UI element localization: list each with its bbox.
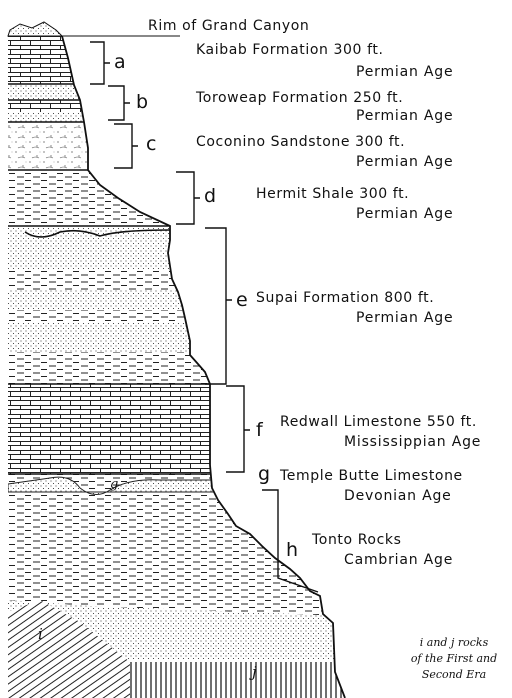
layer-name-temple-butte: Temple Butte Limestone [280, 468, 463, 484]
tonto-layer [8, 474, 345, 624]
temple-butte-lens [8, 476, 231, 495]
layer-name-hermit: Hermit Shale 300 ft. [256, 186, 410, 202]
layer-name-redwall: Redwall Limestone 550 ft. [280, 414, 477, 430]
layer-name-supai: Supai Formation 800 ft. [256, 290, 435, 306]
bracket-b [108, 85, 130, 121]
era-note-line-1: i and j rocks [419, 636, 489, 649]
layer-name-toroweap: Toroweap Formation 250 ft. [196, 90, 404, 106]
layer-age-kaibab: Permian Age [356, 64, 454, 80]
bracket-e [205, 227, 232, 385]
cliff-profile [61, 35, 346, 698]
section-letter-i: i [38, 625, 43, 643]
layer-name-tonto: Tonto Rocks [312, 532, 402, 548]
layer-letter-f: f [256, 419, 263, 441]
layer-name-coconino: Coconino Sandstone 300 ft. [196, 134, 406, 150]
formation-brackets [90, 41, 319, 593]
layer-age-hermit: Permian Age [356, 206, 454, 222]
layer-age-supai: Permian Age [356, 310, 454, 326]
section-letter-g: g [110, 477, 119, 492]
layer-age-temple-butte: Devonian Age [344, 488, 452, 504]
layer-letter-a: a [114, 51, 126, 73]
era-note-line-2: of the First and [410, 652, 498, 665]
layer-letter-g: g [258, 463, 271, 485]
rim-top [7, 21, 64, 37]
bracket-c [114, 123, 138, 169]
second-era-rocks [130, 662, 345, 698]
layer-letter-h: h [286, 539, 299, 561]
layer-letter-b: b [136, 91, 149, 113]
layer-age-redwall: Mississippian Age [344, 434, 482, 450]
layer-name-kaibab: Kaibab Formation 300 ft. [196, 42, 384, 58]
layer-age-tonto: Cambrian Age [344, 552, 454, 568]
bracket-h [262, 489, 319, 593]
layer-age-coconino: Permian Age [356, 154, 454, 170]
layer-age-toroweap: Permian Age [356, 108, 454, 124]
rim-label: Rim of Grand Canyon [148, 18, 310, 34]
layer-letter-d: d [204, 185, 217, 207]
bracket-a [90, 41, 110, 85]
bracket-f [226, 385, 250, 473]
era-note-line-3: Second Era [421, 668, 487, 681]
section-letter-j: j [252, 663, 257, 681]
bracket-d [176, 171, 200, 225]
layer-letter-c: c [146, 133, 157, 155]
layer-letter-e: e [236, 289, 248, 311]
